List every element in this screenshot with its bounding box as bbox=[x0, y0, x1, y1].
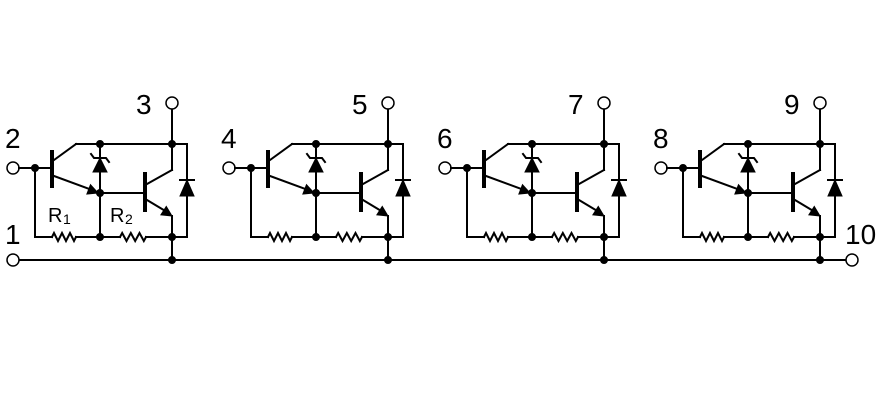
q1-emitter bbox=[52, 174, 94, 192]
q2-collector bbox=[145, 168, 174, 186]
q1-collector bbox=[268, 142, 294, 162]
output-pin bbox=[381, 96, 395, 110]
zener-cathode-bar bbox=[305, 152, 327, 164]
junction-dot bbox=[816, 256, 824, 264]
input-pin bbox=[438, 161, 452, 175]
flyback-diode bbox=[827, 178, 843, 197]
r2-label: R bbox=[110, 205, 124, 227]
resistor-zigzag bbox=[698, 230, 726, 244]
zener-triangle bbox=[308, 156, 324, 173]
r1-label: R bbox=[48, 205, 62, 227]
junction-dot bbox=[168, 256, 176, 264]
stage-2: 45 bbox=[221, 89, 411, 264]
pin-1 bbox=[6, 253, 20, 267]
q1-emitter-arrow bbox=[86, 183, 100, 195]
q1-emitter-arrow bbox=[518, 183, 532, 195]
resistor-r2 bbox=[550, 230, 580, 244]
input-pin-label: 8 bbox=[653, 123, 669, 154]
input-pin bbox=[222, 161, 236, 175]
zener-triangle bbox=[92, 156, 108, 173]
q2-collector bbox=[577, 168, 606, 186]
resistor-r2 bbox=[118, 230, 148, 244]
stage-4: 89 bbox=[653, 89, 843, 264]
diode-triangle bbox=[827, 178, 843, 197]
q1-collector bbox=[700, 142, 726, 162]
q1-emitter bbox=[700, 174, 742, 192]
zener-cathode-bar bbox=[737, 152, 759, 164]
resistor-r2 bbox=[766, 230, 796, 244]
q2-emitter-arrow bbox=[592, 205, 605, 217]
flyback-diode bbox=[395, 178, 411, 197]
pin-10 bbox=[845, 253, 859, 267]
r2-subscript: 2 bbox=[125, 211, 133, 227]
q1-emitter-arrow bbox=[302, 183, 316, 195]
q1-collector bbox=[484, 142, 510, 162]
zener-cathode-bar bbox=[89, 152, 111, 164]
input-pin-label: 2 bbox=[5, 123, 21, 154]
junction-dot bbox=[600, 256, 608, 264]
resistor-zigzag bbox=[334, 230, 364, 244]
q2-collector bbox=[793, 168, 822, 186]
resistor-r1 bbox=[482, 230, 510, 244]
input-pin bbox=[654, 161, 668, 175]
resistor-r2 bbox=[334, 230, 364, 244]
output-pin bbox=[165, 96, 179, 110]
junction-dot bbox=[384, 256, 392, 264]
diode-triangle bbox=[611, 178, 627, 197]
input-pin-label: 6 bbox=[437, 123, 453, 154]
q2-emitter-arrow bbox=[808, 205, 821, 217]
stage-3: 67 bbox=[437, 89, 627, 264]
diode-triangle bbox=[179, 178, 195, 197]
diode-triangle bbox=[395, 178, 411, 197]
zener-triangle bbox=[740, 156, 756, 173]
q2-collector bbox=[361, 168, 390, 186]
zener-triangle bbox=[524, 156, 540, 173]
resistor-r1 bbox=[266, 230, 294, 244]
resistor-zigzag bbox=[50, 230, 78, 244]
resistor-zigzag bbox=[550, 230, 580, 244]
pin-10-label: 10 bbox=[845, 219, 876, 250]
common-ground-bus: 1 10 bbox=[5, 219, 876, 267]
output-pin bbox=[597, 96, 611, 110]
output-pin-label: 7 bbox=[568, 89, 584, 120]
input-pin bbox=[6, 161, 20, 175]
q1-collector bbox=[52, 142, 78, 162]
output-pin bbox=[813, 96, 827, 110]
resistor-zigzag bbox=[766, 230, 796, 244]
output-pin-label: 9 bbox=[784, 89, 800, 120]
q1-emitter bbox=[268, 174, 310, 192]
zener-cathode-bar bbox=[521, 152, 543, 164]
resistor-zigzag bbox=[482, 230, 510, 244]
resistor-r1 bbox=[50, 230, 78, 244]
output-pin-label: 5 bbox=[352, 89, 368, 120]
flyback-diode bbox=[179, 178, 195, 197]
input-pin-label: 4 bbox=[221, 123, 237, 154]
resistor-zigzag bbox=[266, 230, 294, 244]
q1-emitter bbox=[484, 174, 526, 192]
resistor-r1 bbox=[698, 230, 726, 244]
q1-emitter-arrow bbox=[734, 183, 748, 195]
q2-emitter-arrow bbox=[160, 205, 173, 217]
flyback-diode bbox=[611, 178, 627, 197]
pin-1-label: 1 bbox=[5, 219, 21, 250]
q2-emitter-arrow bbox=[376, 205, 389, 217]
resistor-zigzag bbox=[118, 230, 148, 244]
r1-subscript: 1 bbox=[63, 211, 71, 227]
output-pin-label: 3 bbox=[136, 89, 152, 120]
